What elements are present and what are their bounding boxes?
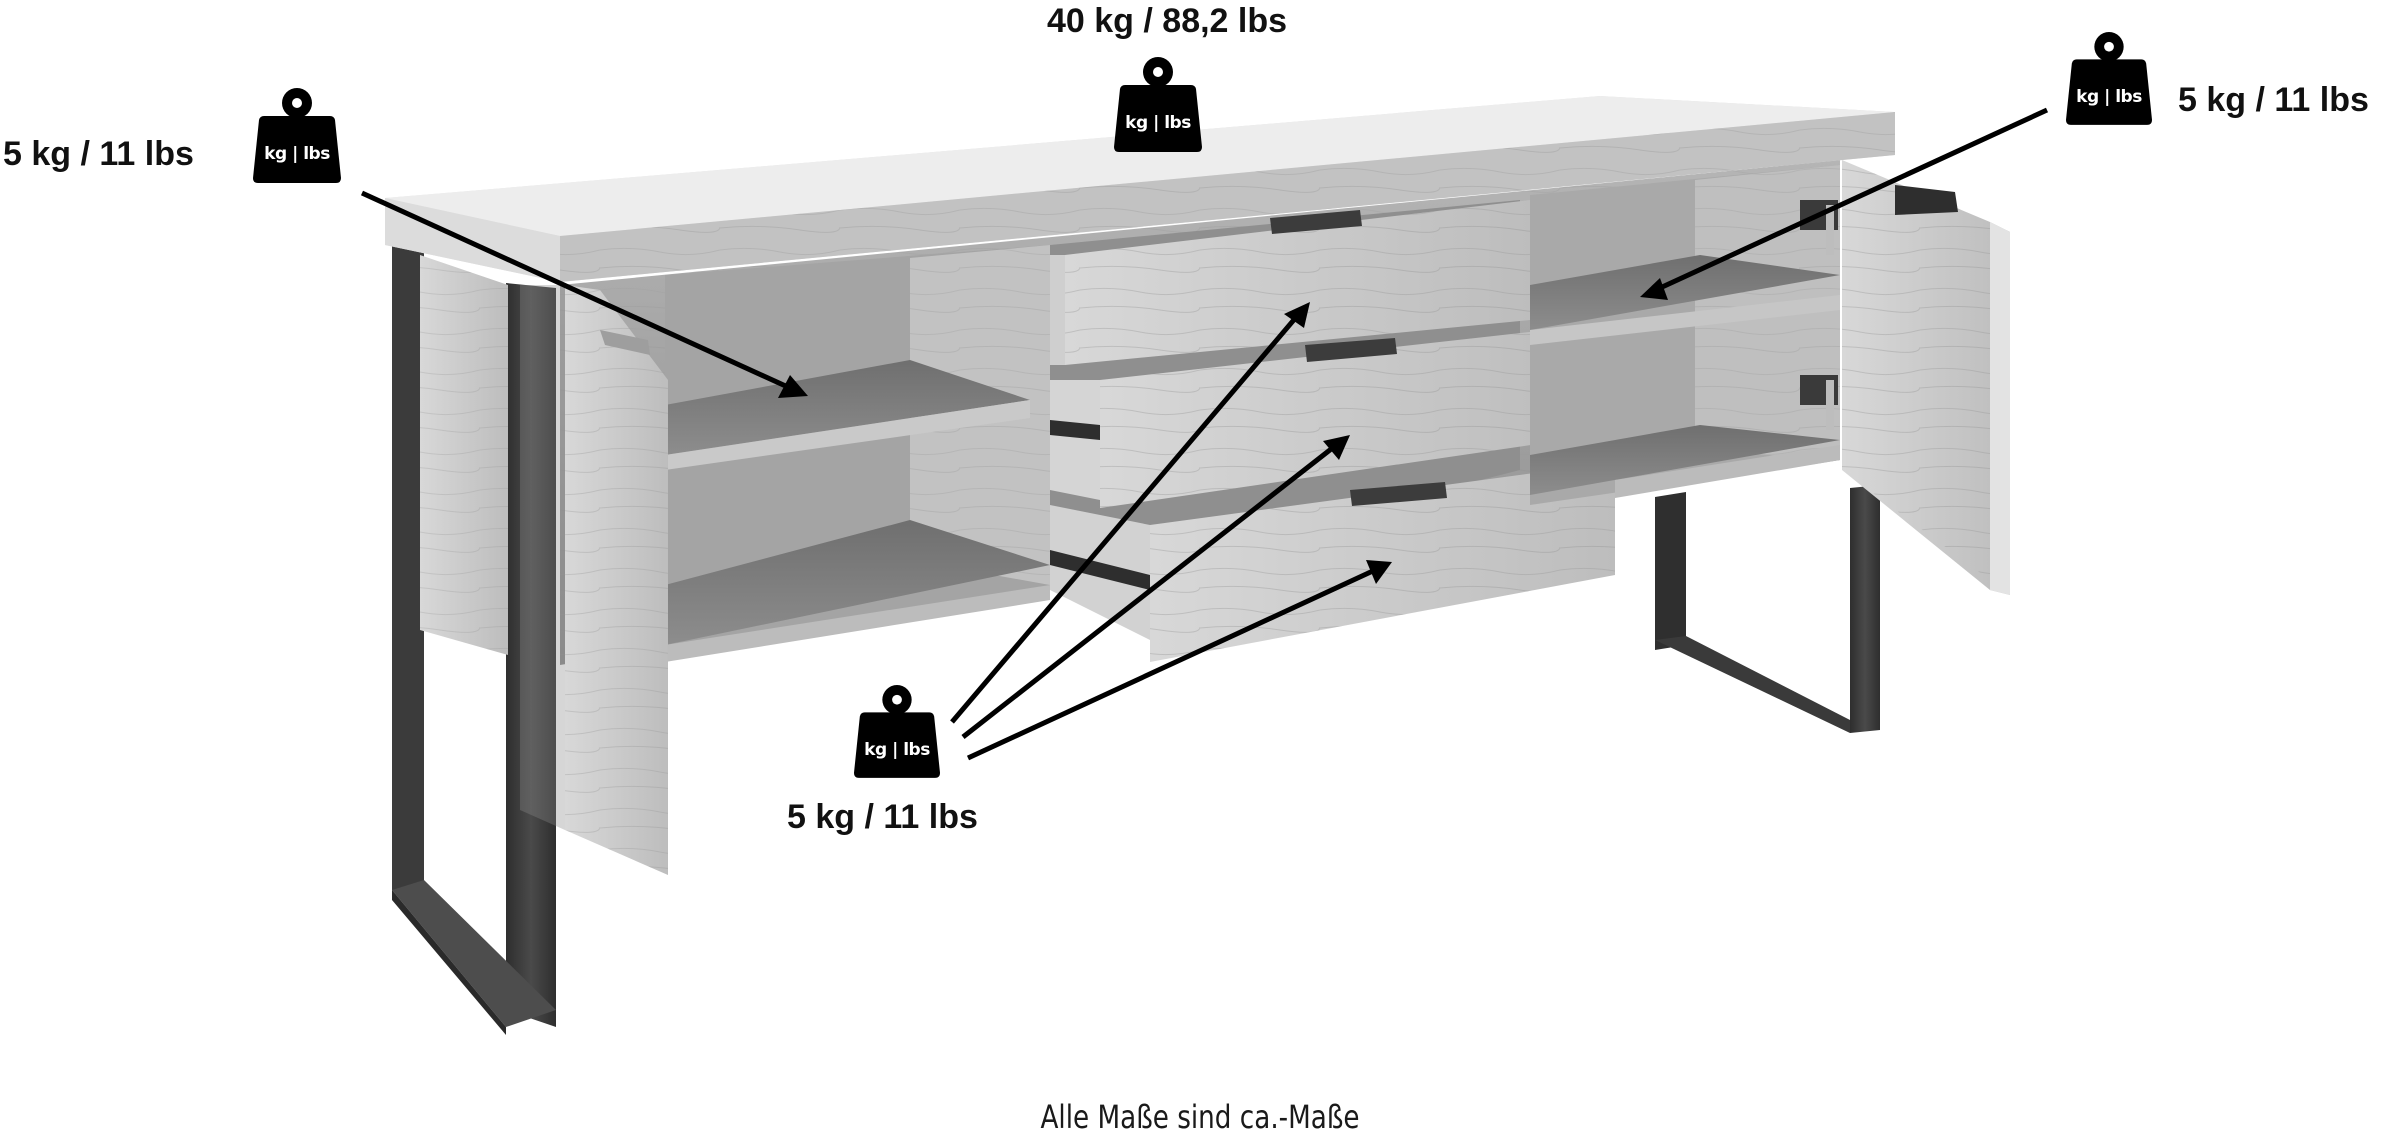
drawer-1-handle [1270, 210, 1362, 234]
hinge-lower [1800, 375, 1838, 430]
weight-icon: kg | lbs [853, 683, 941, 779]
hinge-upper [1800, 200, 1838, 255]
weight-icon: kg | lbs [2065, 30, 2153, 126]
drawer-1 [1050, 200, 1530, 365]
drawer-2-handle [1305, 338, 1397, 362]
left-leg [392, 230, 556, 1035]
right-door-handle [1895, 185, 1958, 215]
drawer-2 [1050, 328, 1565, 508]
right-compartment [1530, 165, 1840, 505]
annotation-arrows [360, 107, 2049, 761]
tabletop-weight-label: 40 kg / 88,2 lbs [1047, 2, 1288, 40]
weight-icon-text: kg | lbs [264, 144, 330, 164]
right-compartment-shelf [1530, 255, 1840, 330]
left-shelf-weight-label: 5 kg / 11 lbs [3, 135, 194, 173]
drawer-3-handle [1350, 482, 1447, 506]
left-compartment [665, 245, 1050, 662]
right-shelf-weight-label: 5 kg / 11 lbs [2178, 81, 2369, 119]
weight-icon: kg | lbs [1113, 55, 1203, 153]
left-door-handle [600, 330, 650, 355]
right-leg [1655, 485, 1880, 733]
drawer-weight-label: 5 kg / 11 lbs [787, 798, 978, 836]
weight-icon-text: kg | lbs [864, 740, 930, 760]
dimensions-disclaimer: Alle Maße sind ca.-Maße [1040, 1098, 1360, 1136]
weight-icon-text: kg | lbs [1125, 113, 1191, 133]
weight-icon: kg | lbs [252, 86, 342, 184]
weight-icon-text: kg | lbs [2076, 87, 2142, 107]
left-compartment-shelf [665, 360, 1030, 455]
tabletop [385, 96, 1895, 282]
